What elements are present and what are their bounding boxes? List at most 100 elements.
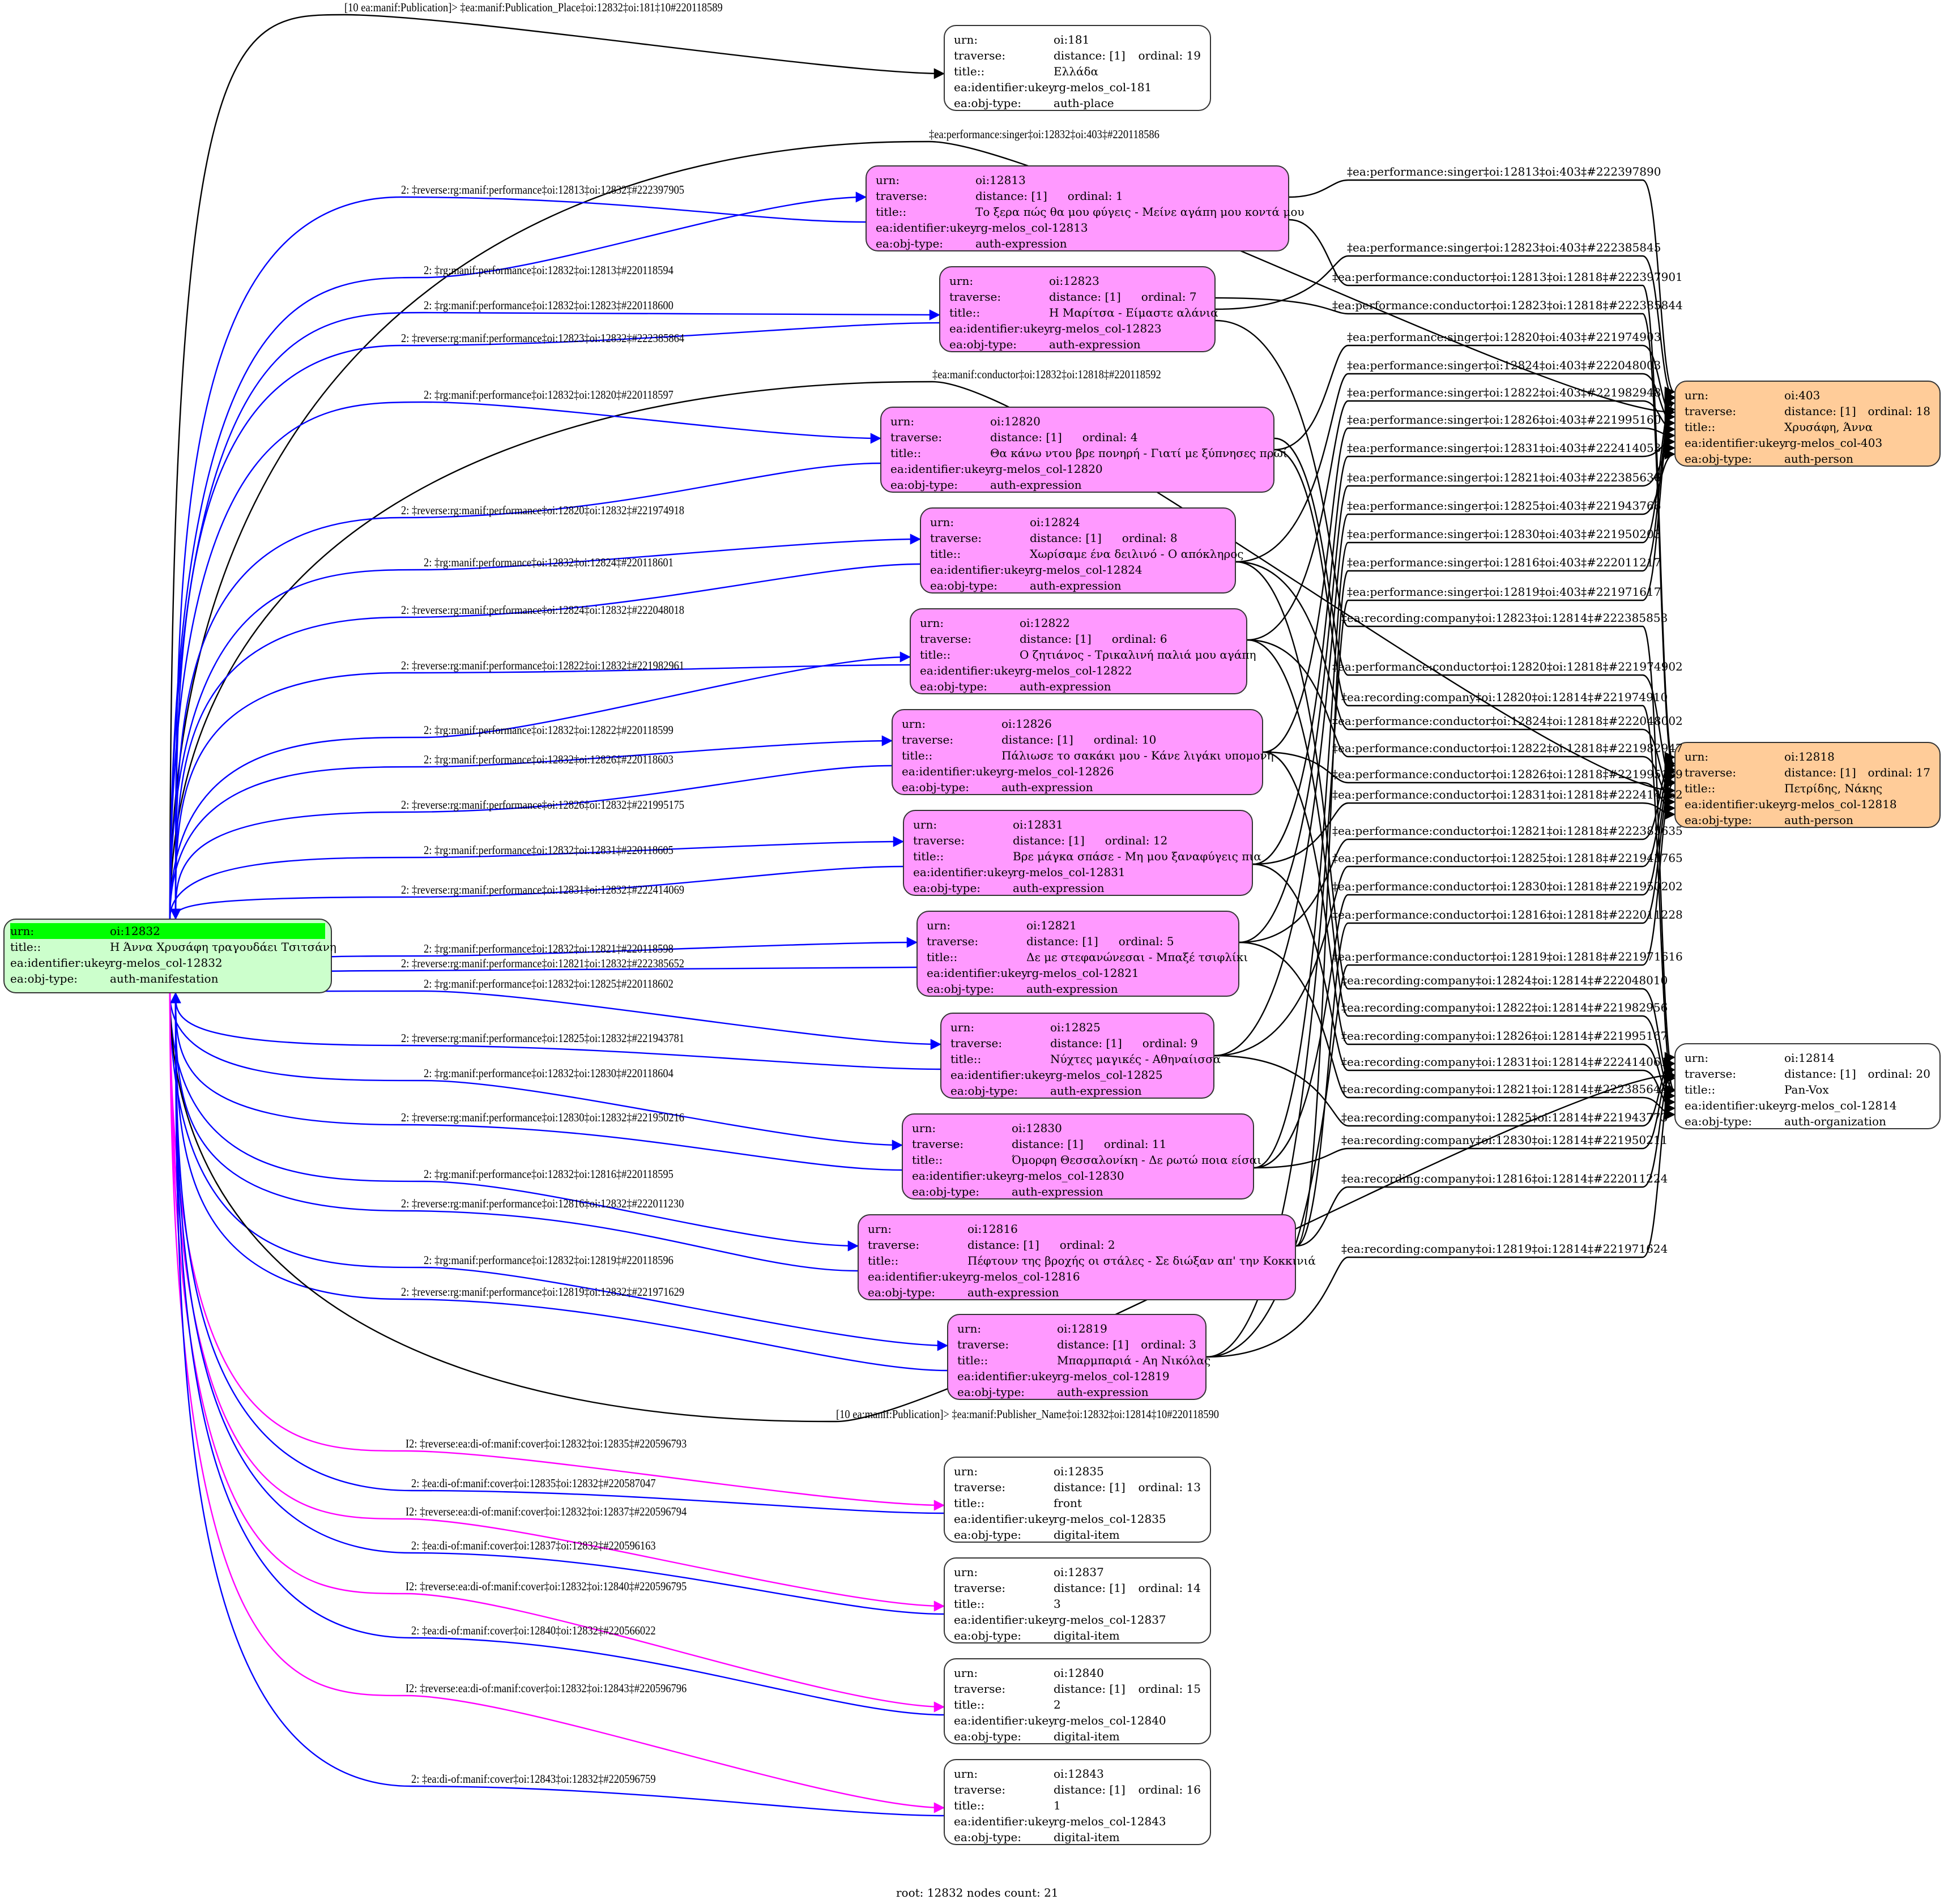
node-ukey: rg-melos_col-12816 bbox=[967, 1270, 1080, 1283]
edge-label: 2: ‡reverse:rg:manif:performance‡oi:1281… bbox=[401, 1285, 685, 1299]
edge-12832-to-12843 bbox=[169, 993, 945, 1813]
edge-12816-to-12832 bbox=[170, 992, 858, 1272]
node-row-objtype: ea:obj-type:digital-item bbox=[954, 1629, 1120, 1642]
node-row-title: title::Πετρίδης, Νάκης bbox=[1685, 782, 1883, 795]
edge-label: ‡ea:performance:singer‡oi:12824‡oi:403‡#… bbox=[1347, 358, 1661, 372]
node-row-urn: urn:oi:12830 bbox=[912, 1121, 1062, 1135]
edge-12832-to-12824 bbox=[169, 533, 921, 919]
node-traverse: distance: [1] bbox=[990, 430, 1062, 444]
edge-label: ‡ea:performance:conductor‡oi:12813‡oi:12… bbox=[1332, 270, 1683, 284]
node-ordinal: ordinal: 6 bbox=[1111, 632, 1167, 646]
node-urn: oi:12813 bbox=[975, 173, 1026, 187]
edge-label: [10 ea:manif:Publication]> ‡ea:manif:Pub… bbox=[836, 1407, 1219, 1421]
node-row-urn: urn:oi:12835 bbox=[954, 1465, 1104, 1478]
node-ukey: rg-melos_col-12820 bbox=[990, 462, 1103, 476]
edge-label: ‡ea:performance:conductor‡oi:12816‡oi:12… bbox=[1332, 908, 1683, 921]
node-objtype: auth-expression bbox=[1057, 1385, 1149, 1399]
node-traverse: distance: [1] bbox=[1784, 404, 1856, 418]
node-row-objtype: ea:obj-type:auth-person bbox=[1685, 813, 1853, 827]
node-row-objtype: ea:obj-type:digital-item bbox=[954, 1830, 1120, 1844]
node-row-urn: urn:oi:12813 bbox=[876, 173, 1026, 187]
edge-12822-to-403 bbox=[1247, 400, 1676, 641]
node-objtype: auth-person bbox=[1784, 813, 1853, 827]
node-row-traverse: traverse:distance: [1]ordinal: 19 bbox=[954, 49, 1201, 62]
node-ukey: rg-melos_col-12823 bbox=[1049, 322, 1162, 335]
node-ukey: rg-melos_col-12832 bbox=[110, 956, 223, 970]
node-row-objtype: ea:obj-type:auth-expression bbox=[949, 338, 1141, 351]
edge-label: ‡ea:performance:conductor‡oi:12822‡oi:12… bbox=[1332, 741, 1683, 755]
edge-12824-to-403 bbox=[1235, 373, 1676, 563]
node-ordinal: ordinal: 4 bbox=[1082, 430, 1138, 444]
node-row-urn: urn:oi:12825 bbox=[950, 1021, 1101, 1034]
edge-12825-to-12814 bbox=[1214, 1052, 1676, 1127]
edge-12821-to-12818 bbox=[1239, 752, 1676, 944]
node-traverse: distance: [1] bbox=[1057, 1338, 1129, 1351]
edge-label: I2: ‡reverse:ea:di-of:manif:cover‡oi:128… bbox=[406, 1681, 687, 1695]
node-root-12832[interactable]: urn:oi:12832 title::Η Άννα Χρυσάφη τραγο… bbox=[3, 919, 336, 993]
edge-12816-to-12818 bbox=[1295, 770, 1676, 1247]
edge-12830-to-12832 bbox=[170, 992, 902, 1171]
node-row-traverse: traverse:distance: [1]ordinal: 3 bbox=[957, 1338, 1196, 1351]
node-12813[interactable]: urn:oi:12813 traverse:distance: [1]ordina… bbox=[866, 165, 1304, 251]
node-traverse: distance: [1] bbox=[1013, 834, 1085, 847]
node-ordinal: ordinal: 14 bbox=[1138, 1581, 1201, 1595]
node-title: Όμορφη Θεσσαλονίκη - Δε ρωτώ ποια είσαι bbox=[1012, 1153, 1262, 1167]
node-objtype: auth-expression bbox=[1001, 780, 1093, 794]
edge-label: 2: ‡ea:di-of:manif:cover‡oi:12840‡oi:128… bbox=[411, 1624, 656, 1637]
edge-label: 2: ‡reverse:rg:manif:performance‡oi:1282… bbox=[401, 603, 685, 617]
node-objtype: digital-item bbox=[1054, 1528, 1120, 1542]
edge-12832-to-12816 bbox=[169, 993, 859, 1252]
node-urn: oi:12820 bbox=[990, 415, 1041, 428]
node-objtype: auth-person bbox=[1784, 452, 1853, 466]
node-row-urn: urn:oi:12818 bbox=[1685, 750, 1835, 763]
node-ordinal: ordinal: 11 bbox=[1103, 1137, 1167, 1151]
edge-label: ‡ea:performance:singer‡oi:12820‡oi:403‡#… bbox=[1347, 330, 1661, 344]
node-row-title: title::Το ξερα πώς θα μου φύγεις - Μείνε… bbox=[876, 205, 1304, 219]
edge-label: ‡ea:recording:company‡oi:12825‡oi:12814‡… bbox=[1341, 1111, 1668, 1124]
node-row-traverse: traverse:distance: [1]ordinal: 1 bbox=[876, 189, 1123, 203]
edge-label: ‡ea:recording:company‡oi:12820‡oi:12814‡… bbox=[1341, 690, 1668, 704]
node-ukey: rg-melos_col-12813 bbox=[975, 221, 1088, 234]
node-urn: oi:12843 bbox=[1054, 1767, 1104, 1781]
node-ukey: rg-melos_col-12814 bbox=[1784, 1099, 1897, 1112]
node-row-title: title::Πέφτουν της βροχής οι στάλες - Σε… bbox=[868, 1254, 1316, 1267]
edge-label: ‡ea:performance:singer‡oi:12819‡oi:403‡#… bbox=[1347, 585, 1661, 599]
node-ukey: rg-melos_col-12830 bbox=[1012, 1169, 1124, 1182]
node-objtype: auth-manifestation bbox=[110, 972, 219, 985]
edge-12823-to-12832 bbox=[170, 322, 940, 920]
node-ordinal: ordinal: 15 bbox=[1138, 1682, 1201, 1696]
edge-12823-to-403 bbox=[1215, 255, 1676, 404]
edge-label: ‡ea:performance:singer‡oi:12813‡oi:403‡#… bbox=[1347, 165, 1661, 178]
node-ordinal: ordinal: 7 bbox=[1141, 290, 1197, 304]
node-objtype: digital-item bbox=[1054, 1629, 1120, 1642]
node-urn: oi:12819 bbox=[1057, 1322, 1107, 1335]
node-traverse: distance: [1] bbox=[1784, 766, 1856, 779]
node-row-traverse: traverse:distance: [1]ordinal: 8 bbox=[930, 531, 1178, 545]
edge-label: 2: ‡rg:manif:performance‡oi:12832‡oi:128… bbox=[424, 753, 673, 766]
